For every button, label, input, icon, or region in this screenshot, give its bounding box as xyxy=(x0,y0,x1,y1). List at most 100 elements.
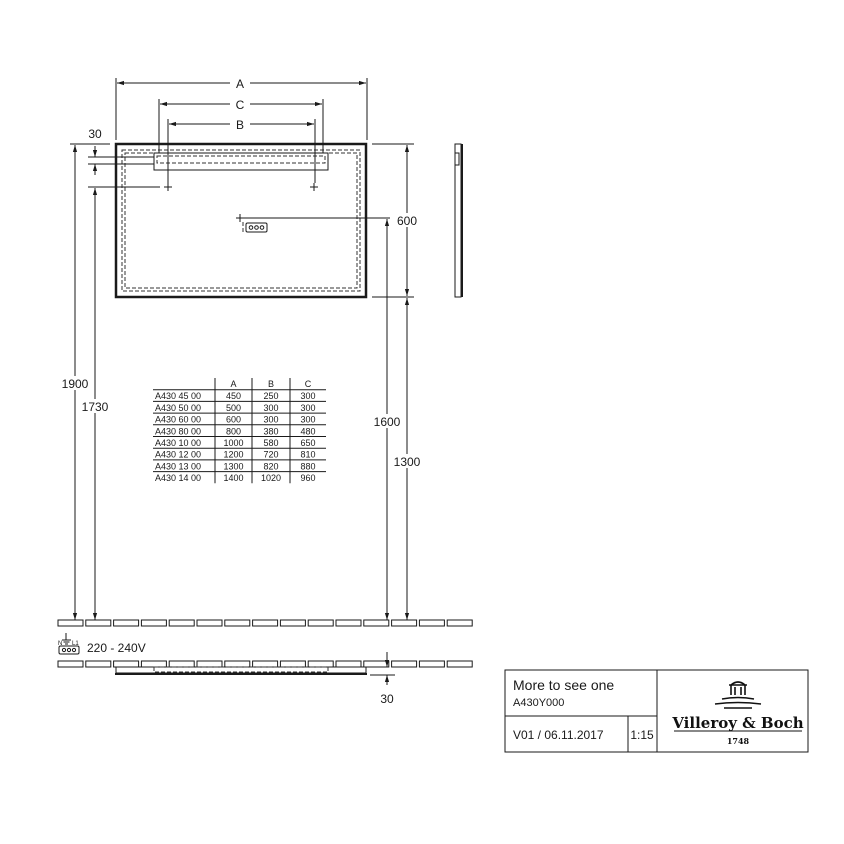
dim-1730-label: 1730 xyxy=(82,400,109,414)
table-cell: 450 xyxy=(226,391,241,401)
table-header: C xyxy=(305,379,312,389)
floor-tile xyxy=(196,660,223,668)
table-cell: 500 xyxy=(226,403,241,413)
floor-tile xyxy=(418,660,445,668)
floor-tile xyxy=(224,660,251,668)
table-header: B xyxy=(268,379,274,389)
table-article-cell: A430 60 00 xyxy=(155,415,201,425)
product-name: More to see one xyxy=(513,677,614,693)
dim-1600-label: 1600 xyxy=(374,415,401,429)
floor-tile xyxy=(252,619,279,627)
dim-1900-label: 1900 xyxy=(62,377,89,391)
table-cell: 1000 xyxy=(223,438,243,448)
floor-tile xyxy=(307,619,334,627)
floor-tile xyxy=(279,660,306,668)
table-cell: 380 xyxy=(263,426,278,436)
electrical-terminal-icon: N L1 xyxy=(58,633,80,655)
dimension-30-top: 30 xyxy=(70,127,160,188)
table-cell: 1400 xyxy=(223,473,243,483)
table-cell: 1020 xyxy=(261,473,281,483)
table-cell: 480 xyxy=(300,426,315,436)
table-cell: 250 xyxy=(263,391,278,401)
table-cell: 300 xyxy=(263,403,278,413)
floor-tile xyxy=(196,619,223,627)
floor-tile xyxy=(363,660,390,668)
table-article-cell: A430 50 00 xyxy=(155,403,201,413)
table-cell: 960 xyxy=(300,473,315,483)
floor-tile xyxy=(224,619,251,627)
floor-tile xyxy=(168,619,195,627)
table-cell: 300 xyxy=(300,415,315,425)
floor-tile xyxy=(140,660,167,668)
socket-icon xyxy=(245,222,268,233)
terminal-l1-label: L1 xyxy=(72,641,79,647)
dimension-1600: 1600 xyxy=(370,219,404,620)
floor-tile xyxy=(85,619,112,627)
dim-600-label: 600 xyxy=(397,214,417,228)
scale: 1:15 xyxy=(630,728,654,742)
dim-30-bottom-label: 30 xyxy=(380,692,394,706)
floor-tile xyxy=(279,619,306,627)
dimension-1730: 1730 xyxy=(78,188,112,620)
table-cell: 810 xyxy=(300,450,315,460)
table-article-cell: A430 45 00 xyxy=(155,391,201,401)
mirror-front-view xyxy=(114,142,368,299)
mirror-side-view xyxy=(454,143,463,298)
mirror-plan-view xyxy=(115,666,367,675)
floor-tile xyxy=(391,660,418,668)
floor-tile xyxy=(57,619,84,627)
dimension-c: C xyxy=(158,98,324,153)
dimension-1300: 1300 xyxy=(390,298,424,620)
table-cell: 300 xyxy=(300,403,315,413)
table-cell: 880 xyxy=(300,461,315,471)
floor-tile xyxy=(391,619,418,627)
table-cell: 600 xyxy=(226,415,241,425)
dim-a-label: A xyxy=(236,77,244,91)
table-cell: 1300 xyxy=(223,461,243,471)
floor-line-plan xyxy=(57,660,473,668)
table-article-cell: A430 14 00 xyxy=(155,473,201,483)
table-cell: 1200 xyxy=(223,450,243,460)
floor-tile xyxy=(85,660,112,668)
logo-text: Villeroy & Boch xyxy=(671,714,803,732)
dim-1300-label: 1300 xyxy=(394,455,421,469)
table-cell: 300 xyxy=(300,391,315,401)
floor-tile xyxy=(113,660,140,668)
villeroy-boch-logo: Villeroy & Boch 1748 xyxy=(671,681,804,746)
floor-tile xyxy=(168,660,195,668)
floor-tile xyxy=(363,619,390,627)
table-cell: 820 xyxy=(263,461,278,471)
floor-tile xyxy=(307,660,334,668)
table-article-cell: A430 10 00 xyxy=(155,438,201,448)
floor-tile xyxy=(446,660,473,668)
dimension-600: 600 xyxy=(244,143,420,298)
dimension-a: A xyxy=(115,77,368,140)
mounting-point-crosses xyxy=(164,183,318,234)
terminal-n-label: N xyxy=(58,641,62,647)
floor-tile xyxy=(57,660,84,668)
table-article-cell: A430 12 00 xyxy=(155,450,201,460)
dimension-b: B xyxy=(167,118,316,183)
floor-tile xyxy=(446,619,473,627)
dimension-1900: 1900 xyxy=(58,145,92,620)
article-number: A430Y000 xyxy=(513,697,564,709)
dimension-30-bottom: 30 xyxy=(370,652,395,706)
table-cell: 800 xyxy=(226,426,241,436)
table-header: A xyxy=(230,379,236,389)
floor-tile xyxy=(252,660,279,668)
table-cell: 650 xyxy=(300,438,315,448)
floor-tile xyxy=(418,619,445,627)
table-cell: 720 xyxy=(263,450,278,460)
floor-tile xyxy=(113,619,140,627)
version-date: V01 / 06.11.2017 xyxy=(513,728,604,742)
floor-tile xyxy=(140,619,167,627)
table-cell: 580 xyxy=(263,438,278,448)
table-article-cell: A430 13 00 xyxy=(155,461,201,471)
table-cell: 300 xyxy=(263,415,278,425)
logo-year: 1748 xyxy=(727,736,750,746)
floor-line-front xyxy=(57,619,473,627)
dim-b-label: B xyxy=(236,118,244,132)
table-article-cell: A430 80 00 xyxy=(155,426,201,436)
